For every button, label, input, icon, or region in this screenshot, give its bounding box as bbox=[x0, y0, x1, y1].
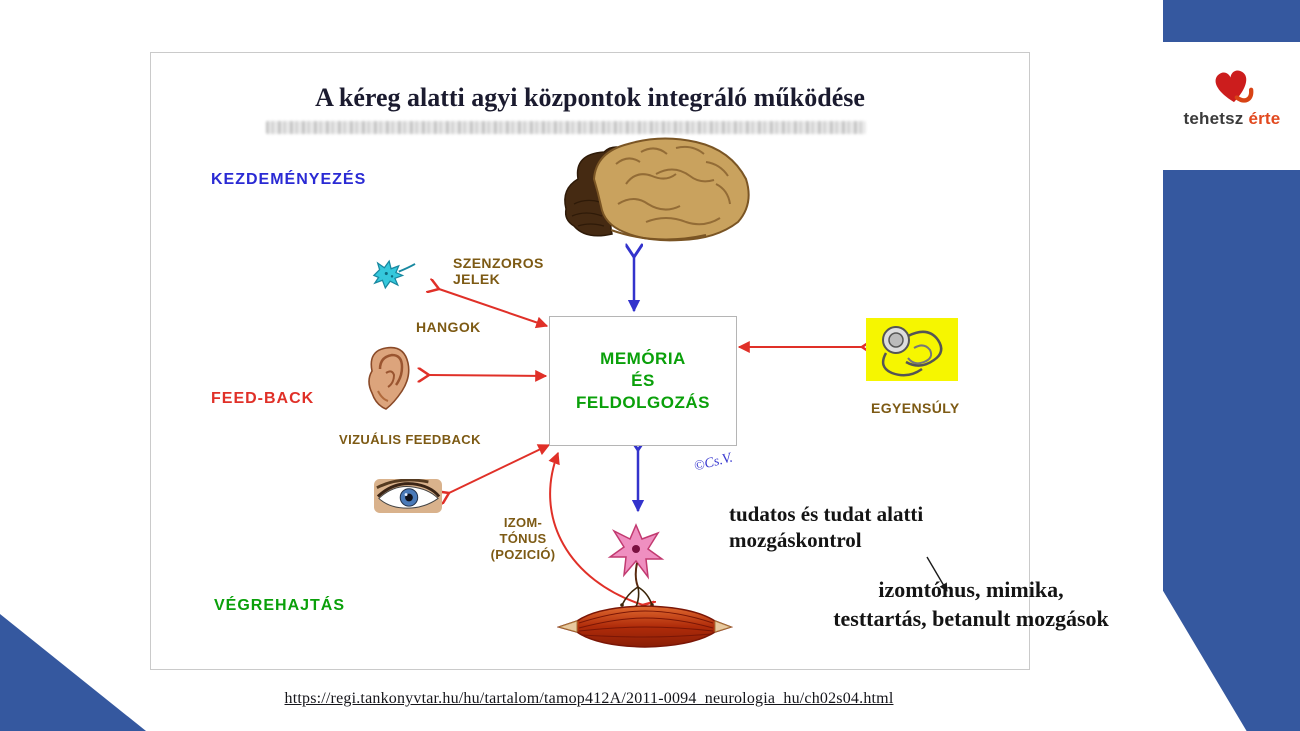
memory-processing-box: MEMÓRIA ÉS FELDOLGOZÁS bbox=[549, 316, 737, 446]
source-url-link[interactable]: https://regi.tankonyvtar.hu/hu/tartalom/… bbox=[284, 690, 894, 707]
memory-box-line2: ÉS bbox=[631, 371, 655, 390]
redacted-text-strip bbox=[266, 121, 866, 134]
sensory-receptor-icon bbox=[372, 259, 416, 290]
bottom-left-accent-triangle bbox=[0, 614, 146, 731]
eye-illustration bbox=[374, 479, 442, 513]
note-motor-line2: mozgáskontrol bbox=[729, 528, 862, 552]
note-motor-control: tudatos és tudat alatti mozgáskontrol bbox=[729, 501, 923, 553]
logo: tehetsz érte bbox=[1168, 64, 1296, 129]
top-right-accent-block bbox=[1163, 0, 1300, 42]
neuron-illustration bbox=[607, 523, 665, 609]
heart-logo-icon bbox=[1215, 70, 1254, 103]
memory-box-line3: FELDOLGOZÁS bbox=[576, 393, 710, 412]
label-feedback: FEED-BACK bbox=[211, 390, 315, 407]
arrow-eye-to-memory bbox=[449, 444, 549, 493]
note-motor-line1: tudatos és tudat alatti bbox=[729, 502, 924, 526]
label-sensory-line2: JELEK bbox=[453, 271, 501, 287]
muscle-illustration bbox=[557, 605, 733, 648]
memory-box-line1: MEMÓRIA bbox=[600, 349, 686, 368]
label-sensory-signals: SZENZOROS JELEK bbox=[453, 255, 544, 287]
label-initiation: KEZDEMÉNYEZÉS bbox=[211, 171, 367, 188]
slide-title: A kéreg alatti agyi központok integráló … bbox=[315, 83, 865, 112]
note-movement-examples: izomtónus, mimika, testtartás, betanult … bbox=[761, 575, 1181, 633]
arrow-ear-to-memory bbox=[429, 375, 546, 376]
diagram-panel: A kéreg alatti agyi központok integráló … bbox=[150, 52, 1109, 670]
ear-illustration bbox=[368, 346, 410, 410]
vestibular-organ-illustration bbox=[866, 318, 958, 381]
label-balance: EGYENSÚLY bbox=[871, 400, 960, 416]
note-examples-line2: testtartás, betanult mozgások bbox=[833, 606, 1109, 631]
logo-word-accent-text: érte bbox=[1248, 109, 1281, 128]
label-sounds: HANGOK bbox=[416, 319, 481, 335]
label-muscle-tone: IZOM- TÓNUS (POZICIÓ) bbox=[477, 515, 569, 563]
illustrator-signature: ©Cs.V. bbox=[692, 450, 735, 475]
label-muscle-tone-line1: IZOM- bbox=[503, 515, 543, 530]
label-visual-feedback: VIZUÁLIS FEEDBACK bbox=[339, 432, 481, 447]
logo-word-main: tehetsz bbox=[1183, 109, 1244, 128]
right-accent-bar bbox=[1163, 170, 1300, 731]
brain-illustration bbox=[564, 137, 750, 242]
logo-text: tehetsz érte bbox=[1168, 109, 1296, 129]
note-examples-line1: izomtónus, mimika, bbox=[878, 577, 1064, 602]
label-sensory-line1: SZENZOROS bbox=[453, 255, 544, 271]
label-muscle-tone-line2: TÓNUS bbox=[499, 531, 547, 546]
label-muscle-tone-line3: (POZICIÓ) bbox=[490, 547, 556, 562]
label-execution: VÉGREHAJTÁS bbox=[214, 597, 346, 614]
